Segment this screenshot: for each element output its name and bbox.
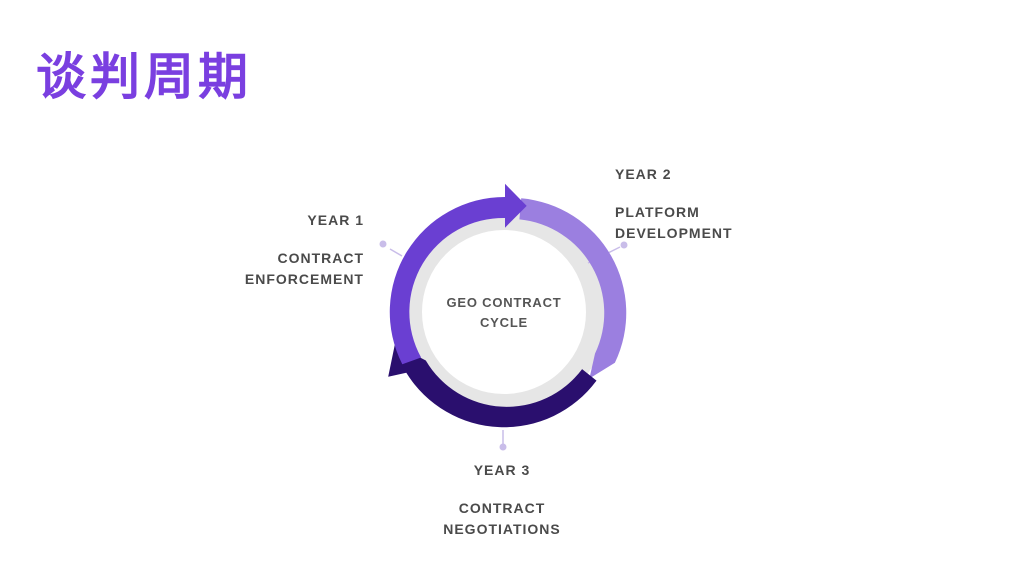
year1-segment bbox=[389, 183, 527, 365]
year3-title: YEAR 3 bbox=[473, 462, 531, 478]
year2-label-line-2: DEVELOPMENT bbox=[615, 225, 733, 241]
year2-label: PLATFORM DEVELOPMENT bbox=[615, 202, 733, 244]
year2-dot bbox=[620, 241, 628, 249]
year2-label-line-1: PLATFORM bbox=[615, 204, 700, 220]
year1-label-line-1: CONTRACT bbox=[277, 250, 364, 266]
page-title: 谈判周期 bbox=[36, 48, 252, 106]
year2-title: YEAR 2 bbox=[615, 166, 672, 182]
inner-ring bbox=[400, 208, 608, 416]
year1-label: CONTRACT ENFORCEMENT bbox=[204, 248, 364, 290]
year3-label: CONTRACT NEGOTIATIONS bbox=[412, 498, 592, 540]
year3-label-line-1: CONTRACT bbox=[458, 500, 546, 516]
center-label-line-2: CYCLE bbox=[479, 315, 529, 330]
year3-segment bbox=[388, 344, 597, 428]
year1-connector bbox=[389, 248, 403, 257]
year1-label-line-2: ENFORCEMENT bbox=[244, 271, 364, 287]
year1-title: YEAR 1 bbox=[307, 212, 364, 228]
year1-dot bbox=[379, 240, 387, 248]
center-label: GEO CONTRACT CYCLE bbox=[404, 293, 604, 333]
center-label-line-1: GEO CONTRACT bbox=[446, 295, 562, 310]
year2-segment bbox=[519, 198, 627, 379]
year3-dot bbox=[499, 443, 507, 451]
year3-label-line-2: NEGOTIATIONS bbox=[443, 521, 561, 537]
